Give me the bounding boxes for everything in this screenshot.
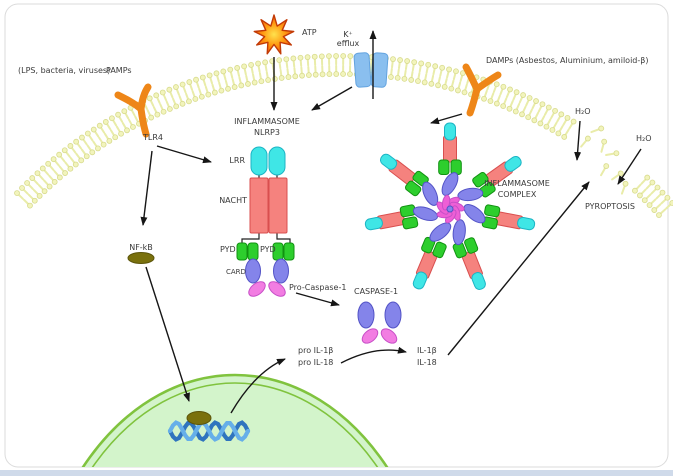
damps-to-complex-arrow	[430, 113, 463, 125]
procaspase-subunit	[248, 281, 266, 297]
efflux-label: efflux	[336, 39, 360, 48]
molecules-layer	[114, 52, 502, 425]
tlr4-to-nlrp3-arrow	[156, 145, 212, 164]
caspase1-label: CASPASE-1	[354, 287, 399, 296]
procaspase-subunit	[268, 281, 286, 297]
nfkb-to-nucleus-arrow	[145, 266, 190, 402]
pro-il1b-label: pro IL-1β	[298, 346, 334, 355]
lrr-label: LRR	[229, 156, 245, 165]
nacht-domain	[268, 177, 288, 234]
il1b-label: IL-1β	[417, 346, 437, 355]
tlr4-label: TLR4	[143, 133, 163, 142]
pyd-domain	[283, 242, 295, 261]
pyroptosis-label: PYROPTOSIS	[585, 202, 635, 211]
h2o-left-label: H₂O	[575, 107, 591, 116]
nlrp3-title-line1: INFLAMMASOME	[234, 117, 300, 126]
nucleus	[28, 373, 442, 467]
nfkb-on-dna	[186, 411, 212, 425]
il18-label: IL-18	[417, 358, 437, 367]
nfkb-molecule	[127, 252, 155, 264]
card-label: CARD	[226, 268, 246, 276]
pyd-right-label: PYD	[260, 245, 276, 254]
proil-to-il-arrow	[340, 346, 407, 364]
nlrp3-title-line2: NLRP3	[254, 128, 280, 137]
atp-label: ATP	[302, 28, 317, 37]
pyd-left-label: PYD	[220, 245, 236, 254]
h2o-left-arrow	[574, 120, 582, 161]
pamps-examples-label: (LPS, bacteria, viruses)	[18, 66, 111, 75]
h2o-right-arrow	[617, 148, 642, 185]
channel-to-nlrp3-arrow	[311, 86, 353, 111]
lrr-domain	[268, 146, 286, 176]
dna-helix	[167, 420, 251, 442]
pro-caspase-label: Pro-Caspase-1	[289, 283, 347, 292]
card-domain	[245, 258, 261, 284]
h2o-right-label: H₂O	[636, 134, 652, 143]
pyd-domain	[247, 242, 259, 261]
k-plus-label: K⁺	[343, 30, 353, 39]
tlr4-receptor	[114, 83, 152, 138]
damp-receptor	[462, 63, 502, 117]
nacht-domain	[249, 177, 269, 234]
nacht-label: NACHT	[219, 196, 247, 205]
caspase-1-molecule	[357, 301, 402, 344]
complex-label-line2: COMPLEX	[497, 190, 537, 199]
lrr-domain	[250, 146, 268, 176]
page-bottom-strip	[0, 470, 673, 476]
arrows-layer	[140, 30, 642, 414]
procaspase-to-caspase-arrow	[295, 292, 340, 307]
nfkb-label: NF-kB	[129, 243, 153, 252]
card-domain	[273, 258, 289, 284]
pyd-domain	[236, 242, 248, 261]
il-to-pyroptosis-arrow	[447, 181, 590, 356]
pamps-label: PAMPs	[106, 66, 132, 75]
damps-label: DAMPs (Asbestos, Aluminium, amiloid-β)	[486, 56, 649, 65]
tlr4-to-nfkb-arrow	[140, 150, 153, 226]
nlrp3-structure	[236, 146, 295, 297]
potassium-channel	[353, 52, 389, 88]
inflammasome-complex-wheel	[364, 122, 536, 290]
dna-to-proil-arrow	[230, 358, 286, 414]
pro-il18-label: pro IL-18	[298, 358, 334, 367]
complex-label-line1: INFLAMMASOME	[484, 179, 550, 188]
atp-star-icon	[253, 14, 295, 55]
